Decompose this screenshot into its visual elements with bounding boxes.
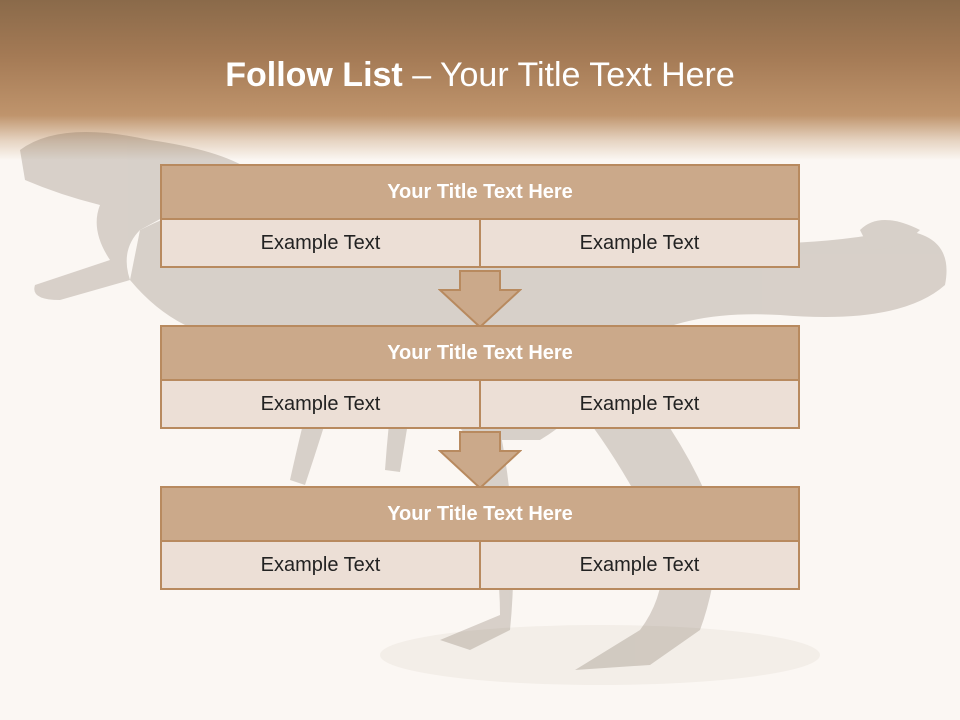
list-block-1: Your Title Text Here Example Text Exampl… (160, 164, 800, 268)
slide-title: Follow List – Your Title Text Here (0, 52, 960, 98)
down-arrow-icon (438, 270, 522, 329)
block-cell-left: Example Text (160, 218, 481, 268)
header-band (0, 0, 960, 160)
block-cell-left: Example Text (160, 379, 481, 429)
list-block-3: Your Title Text Here Example Text Exampl… (160, 486, 800, 590)
block-cell-right: Example Text (479, 540, 800, 590)
block-cell-right: Example Text (479, 218, 800, 268)
block-row: Example Text Example Text (160, 379, 800, 429)
title-rest-part: – Your Title Text Here (402, 56, 735, 94)
block-title: Your Title Text Here (160, 325, 800, 381)
down-arrow-icon (438, 431, 522, 490)
block-title: Your Title Text Here (160, 486, 800, 542)
block-cell-left: Example Text (160, 540, 481, 590)
block-row: Example Text Example Text (160, 218, 800, 268)
title-bold-part: Follow List (225, 56, 403, 94)
block-row: Example Text Example Text (160, 540, 800, 590)
list-block-2: Your Title Text Here Example Text Exampl… (160, 325, 800, 429)
block-cell-right: Example Text (479, 379, 800, 429)
block-title: Your Title Text Here (160, 164, 800, 220)
